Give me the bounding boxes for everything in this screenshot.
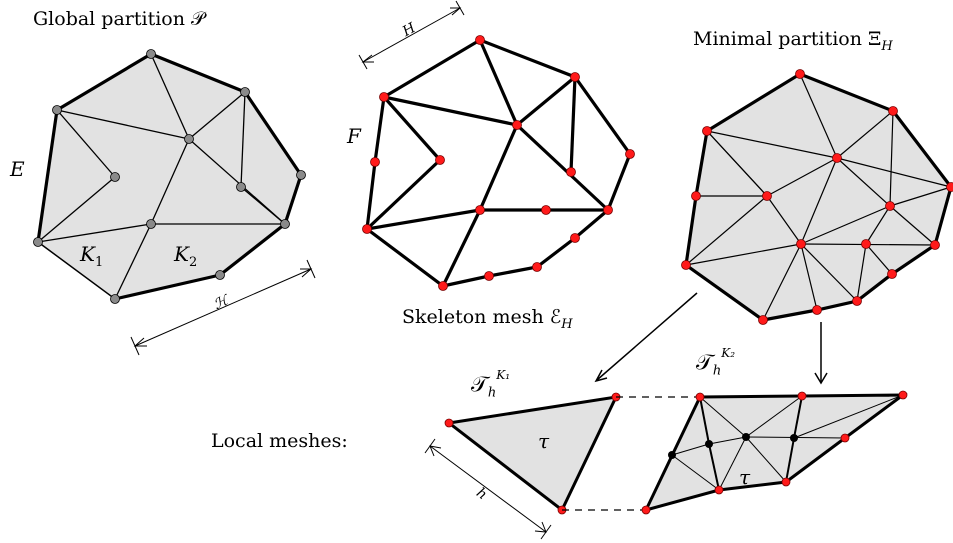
label-Th-K2: 𝒯hK₂ — [696, 346, 736, 379]
label-K2: K2 — [174, 242, 198, 270]
minimal-polygon-fill — [686, 74, 951, 320]
label-tau-k2: τ — [739, 465, 751, 489]
minimal-partition-title: Minimal partition ΞH — [693, 28, 893, 54]
label-tau-k1: τ — [538, 429, 550, 453]
skeleton-vertices — [362, 35, 635, 291]
skeleton-mesh-title: Skeleton mesh ℰH — [402, 306, 573, 332]
skeleton-edges — [365, 38, 632, 288]
dim-line-skeleton — [358, 0, 465, 70]
dim-line-local — [424, 438, 552, 540]
label-F: F — [347, 124, 361, 148]
k2-vertices — [641, 390, 908, 515]
global-partition-title: Global partition 𝒫 — [33, 8, 205, 30]
minimal-vertices — [681, 69, 953, 325]
arrows — [594, 292, 828, 385]
label-K1: K1 — [80, 242, 104, 270]
skeleton-mesh — [358, 0, 635, 291]
global-interior-edges — [37, 53, 286, 300]
minimal-partition — [681, 69, 953, 325]
local-mesh-k2 — [641, 390, 908, 515]
dim-line-global — [130, 259, 316, 356]
k2-boundary — [643, 393, 908, 513]
k2-interior-vertices — [668, 433, 798, 459]
k2-polygon-fill — [646, 395, 903, 510]
minimal-boundary — [684, 72, 953, 322]
global-thick-edges — [36, 52, 303, 301]
label-Th-K1: 𝒯hK₁ — [471, 368, 511, 401]
global-polygon-fill — [38, 54, 301, 299]
local-mesh-k1 — [424, 392, 621, 540]
dashed-connectors — [562, 396, 700, 511]
local-meshes-label: Local meshes: — [211, 430, 348, 452]
k1-triangle — [445, 395, 619, 513]
global-partition — [33, 49, 316, 356]
k2-mid-edges — [699, 395, 803, 491]
label-E: E — [10, 157, 25, 181]
global-vertices — [33, 49, 306, 304]
